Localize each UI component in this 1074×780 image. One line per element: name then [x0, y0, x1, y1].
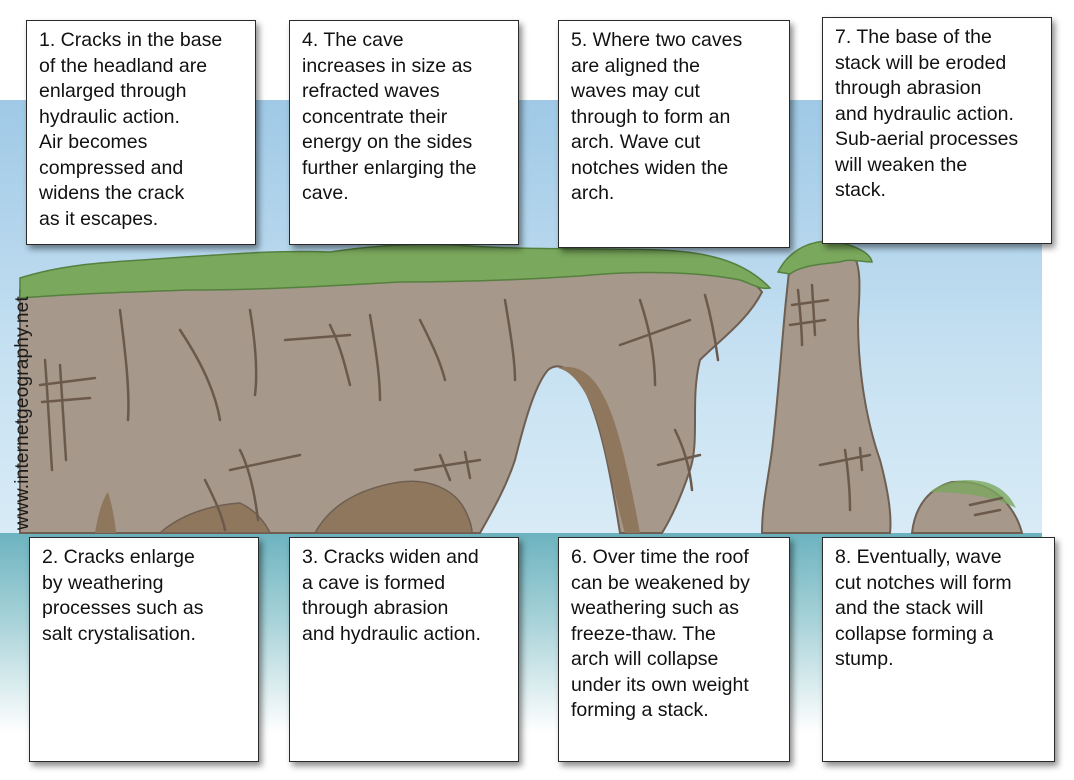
- rock-cracks: [38, 283, 1004, 532]
- cave-crack-left: [95, 492, 116, 533]
- stack-grass: [776, 240, 873, 275]
- step-1-textbox: 1. Cracks in the base of the headland ar…: [26, 20, 256, 245]
- step-4-textbox: 4. The cave increases in size as refract…: [289, 20, 519, 245]
- step-3-textbox: 3. Cracks widen and a cave is formed thr…: [289, 537, 519, 762]
- arch-shadow: [558, 366, 640, 533]
- headland-grass: [19, 243, 772, 299]
- step-5-textbox: 5. Where two caves are aligned the waves…: [558, 20, 790, 248]
- step-8-textbox: 8. Eventually, wave cut notches will for…: [822, 537, 1055, 762]
- cave-middle: [313, 480, 473, 534]
- step-2-textbox: 2. Cracks enlarge by weathering processe…: [29, 537, 259, 762]
- cave-left: [158, 502, 272, 534]
- step-6-textbox: 6. Over time the roof can be weakened by…: [558, 537, 790, 762]
- watermark-url: www.internetgeography.net: [12, 296, 33, 530]
- step-7-textbox: 7. The base of the stack will be eroded …: [822, 17, 1052, 244]
- stump-grass: [930, 480, 1016, 508]
